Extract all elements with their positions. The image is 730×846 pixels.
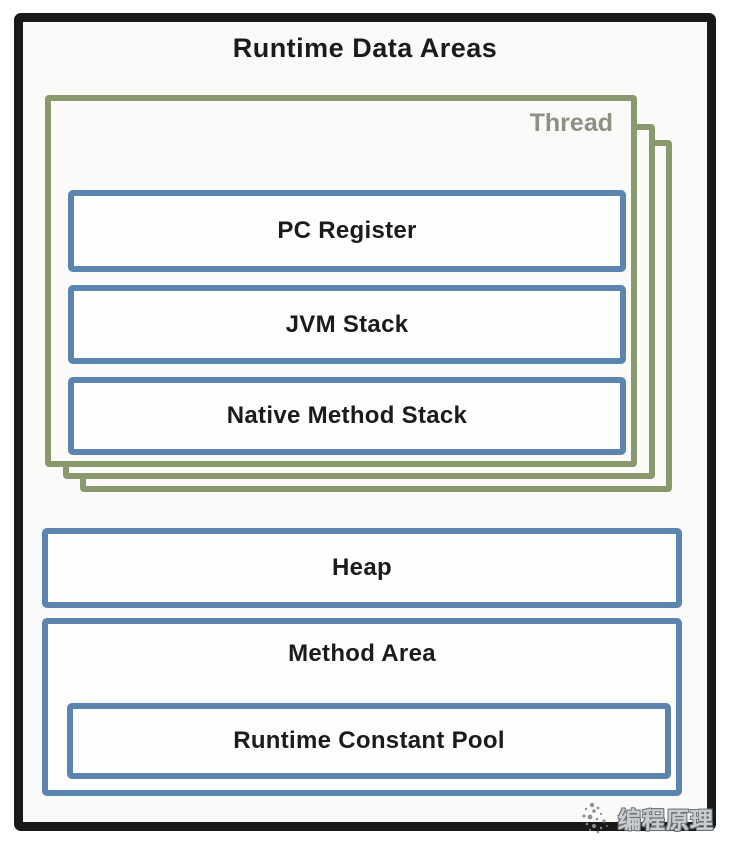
jvm-stack-box: JVM Stack (68, 285, 626, 364)
native-method-stack-box: Native Method Stack (68, 377, 626, 455)
method-area-label: Method Area (288, 640, 436, 667)
heap-label: Heap (332, 554, 392, 581)
watermark: 编程原理 (576, 800, 714, 836)
runtime-constant-pool-label: Runtime Constant Pool (233, 727, 505, 754)
method-area-box: Method Area Runtime Constant Pool (42, 618, 682, 796)
diagram-title: Runtime Data Areas (232, 33, 498, 63)
heap-box: Heap (42, 528, 682, 608)
native-method-stack-label: Native Method Stack (226, 402, 468, 429)
thread-box: Thread PC Register JVM Stack Native Meth… (45, 95, 637, 467)
jvm-stack-label: JVM Stack (285, 310, 409, 338)
splash-dots-logo (582, 802, 608, 834)
watermark-text: 编程原理 (618, 807, 714, 833)
runtime-constant-pool-box: Runtime Constant Pool (67, 703, 671, 779)
pc-register-box: PC Register (68, 190, 626, 272)
pc-register-label: PC Register (277, 217, 417, 244)
thread-label: Thread (529, 109, 613, 137)
